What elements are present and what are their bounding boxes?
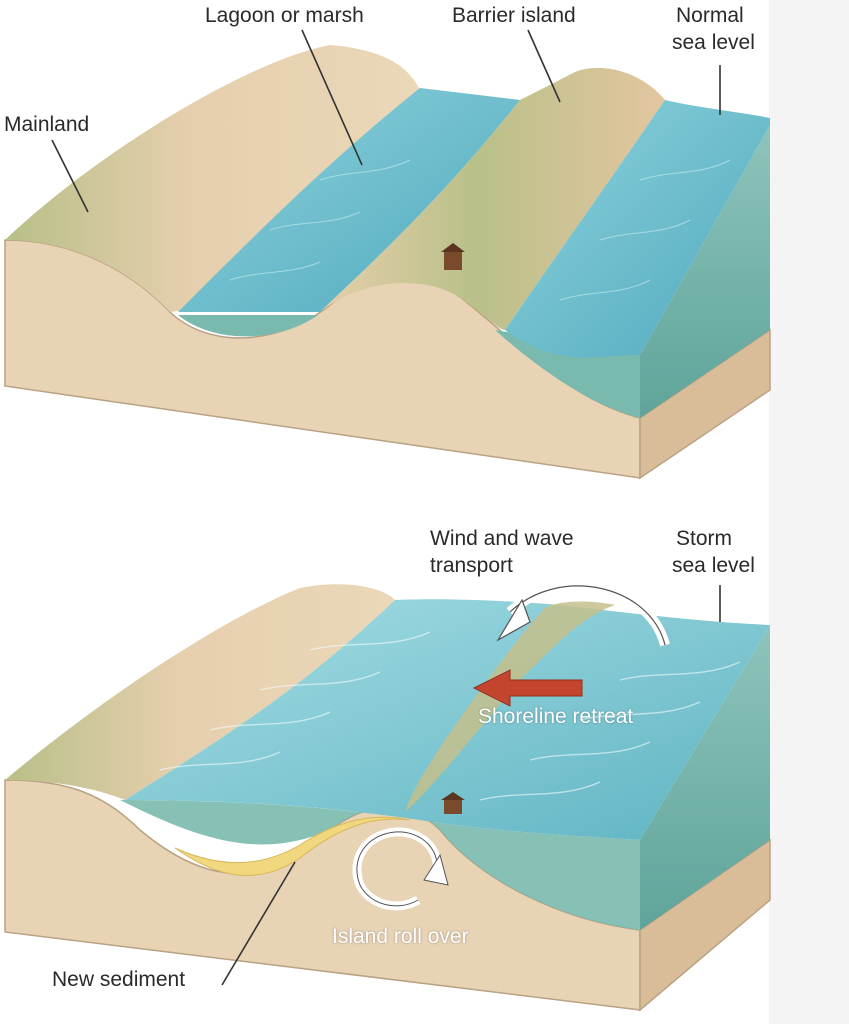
- label-storm-sea-level-line2: sea level: [672, 554, 755, 577]
- top-block: [4, 45, 771, 480]
- bottom-mainland-surface: [5, 584, 395, 800]
- label-wind-and-wave-line2: transport: [430, 554, 513, 577]
- top-mainland-surface: [5, 45, 420, 312]
- label-normal-sea-level-line1: Normal: [676, 4, 744, 27]
- top-wave-texture: [229, 159, 731, 301]
- label-island-roll-over: Island roll over: [332, 925, 469, 948]
- bottom-right-side-water: [640, 625, 770, 930]
- bottom-right-side-soil: [639, 838, 771, 1012]
- label-normal-sea-level-line2: sea level: [672, 31, 755, 54]
- top-lagoon-section: [178, 315, 318, 337]
- top-house-icon: [441, 243, 465, 270]
- bottom-storm-water-surface: [125, 599, 770, 840]
- label-shoreline-retreat: Shoreline retreat: [478, 705, 634, 728]
- bottom-water-section: [120, 800, 640, 930]
- bottom-leader-lines: [221, 585, 721, 986]
- shoreline-retreat-arrow: [472, 669, 583, 707]
- label-barrier-island: Barrier island: [452, 4, 576, 27]
- label-lagoon-or-marsh: Lagoon or marsh: [205, 4, 364, 27]
- label-wind-and-wave-line1: Wind and wave: [430, 527, 574, 550]
- bottom-house-icon: [441, 792, 465, 814]
- top-right-side-water: [640, 125, 770, 418]
- bottom-barrier-island-strip: [405, 601, 615, 812]
- label-mainland: Mainland: [4, 113, 90, 136]
- bottom-foam-texture: [159, 631, 741, 801]
- new-sediment-layer: [174, 816, 411, 876]
- label-new-sediment: New sediment: [52, 968, 186, 991]
- top-ocean-surface: [505, 100, 770, 358]
- wind-wave-transport-arrow: [496, 581, 670, 647]
- right-margin: [769, 0, 849, 1024]
- top-leader-lines: [51, 29, 721, 213]
- top-lagoon-surface: [178, 88, 520, 312]
- island-roll-over-arrow: [352, 827, 449, 911]
- label-storm-sea-level-line1: Storm: [676, 527, 733, 550]
- top-right-side-soil: [639, 328, 771, 480]
- top-barrier-island-surface: [320, 67, 665, 330]
- bottom-block: [4, 584, 771, 1012]
